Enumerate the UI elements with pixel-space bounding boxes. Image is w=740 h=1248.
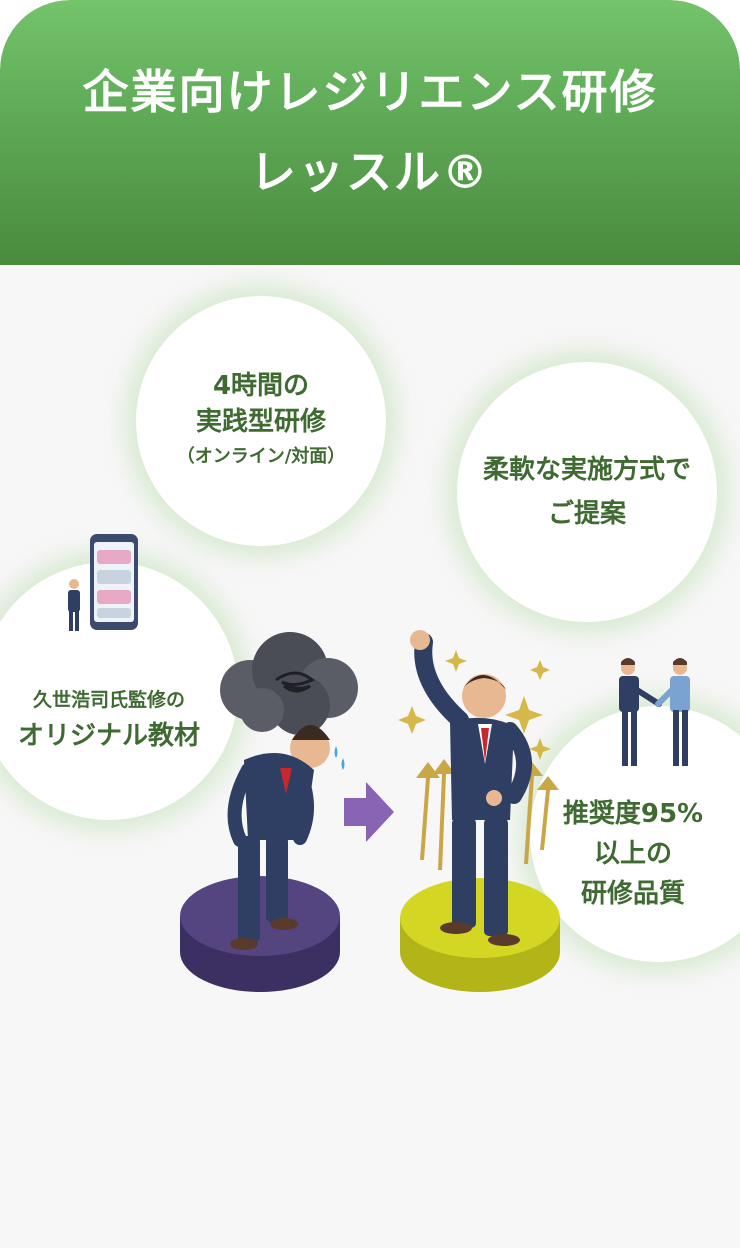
sad-businessman-icon [227, 725, 345, 950]
feature-quality-line1: 推奨度95% [562, 799, 704, 829]
brand-name: レッスル® [250, 144, 490, 199]
feature-material-line2: オリジナル教材 [17, 721, 200, 751]
feature-quality-line2: 以上の [593, 839, 672, 869]
feature-quality-line3: 研修品質 [580, 879, 685, 909]
feature-training-line2: 実践型研修 [195, 407, 326, 437]
feature-training-line1: 4時間の [212, 371, 310, 401]
feature-circle-flexible: 柔軟な実施方式で ご提案 [457, 362, 717, 622]
yellow-pedestal [400, 878, 560, 992]
sparkle-icons [398, 650, 551, 760]
feature-flexible-line2: ご提案 [547, 499, 626, 529]
right-arrow-icon [344, 782, 394, 842]
feature-training-line3: （オンライン/対面） [176, 446, 346, 467]
feature-circle-material: 久世浩司氏監修の オリジナル教材 [0, 562, 238, 820]
feature-quality-text: 推奨度95% 以上の 研修品質 [563, 794, 703, 914]
purple-pedestal [180, 876, 340, 992]
happy-businessman-icon [410, 630, 533, 946]
dark-cloud-icon [220, 632, 358, 735]
feature-material-line1: 久世浩司氏監修の [32, 689, 185, 711]
page-title: 企業向けレジリエンス研修 [82, 64, 658, 119]
feature-circle-training: 4時間の 実践型研修 （オンライン/対面） [136, 296, 386, 546]
feature-circle-quality: 推奨度95% 以上の 研修品質 [530, 706, 740, 962]
title-header: 企業向けレジリエンス研修 レッスル® [0, 0, 740, 265]
feature-flexible-line1: 柔軟な実施方式で [482, 455, 691, 485]
